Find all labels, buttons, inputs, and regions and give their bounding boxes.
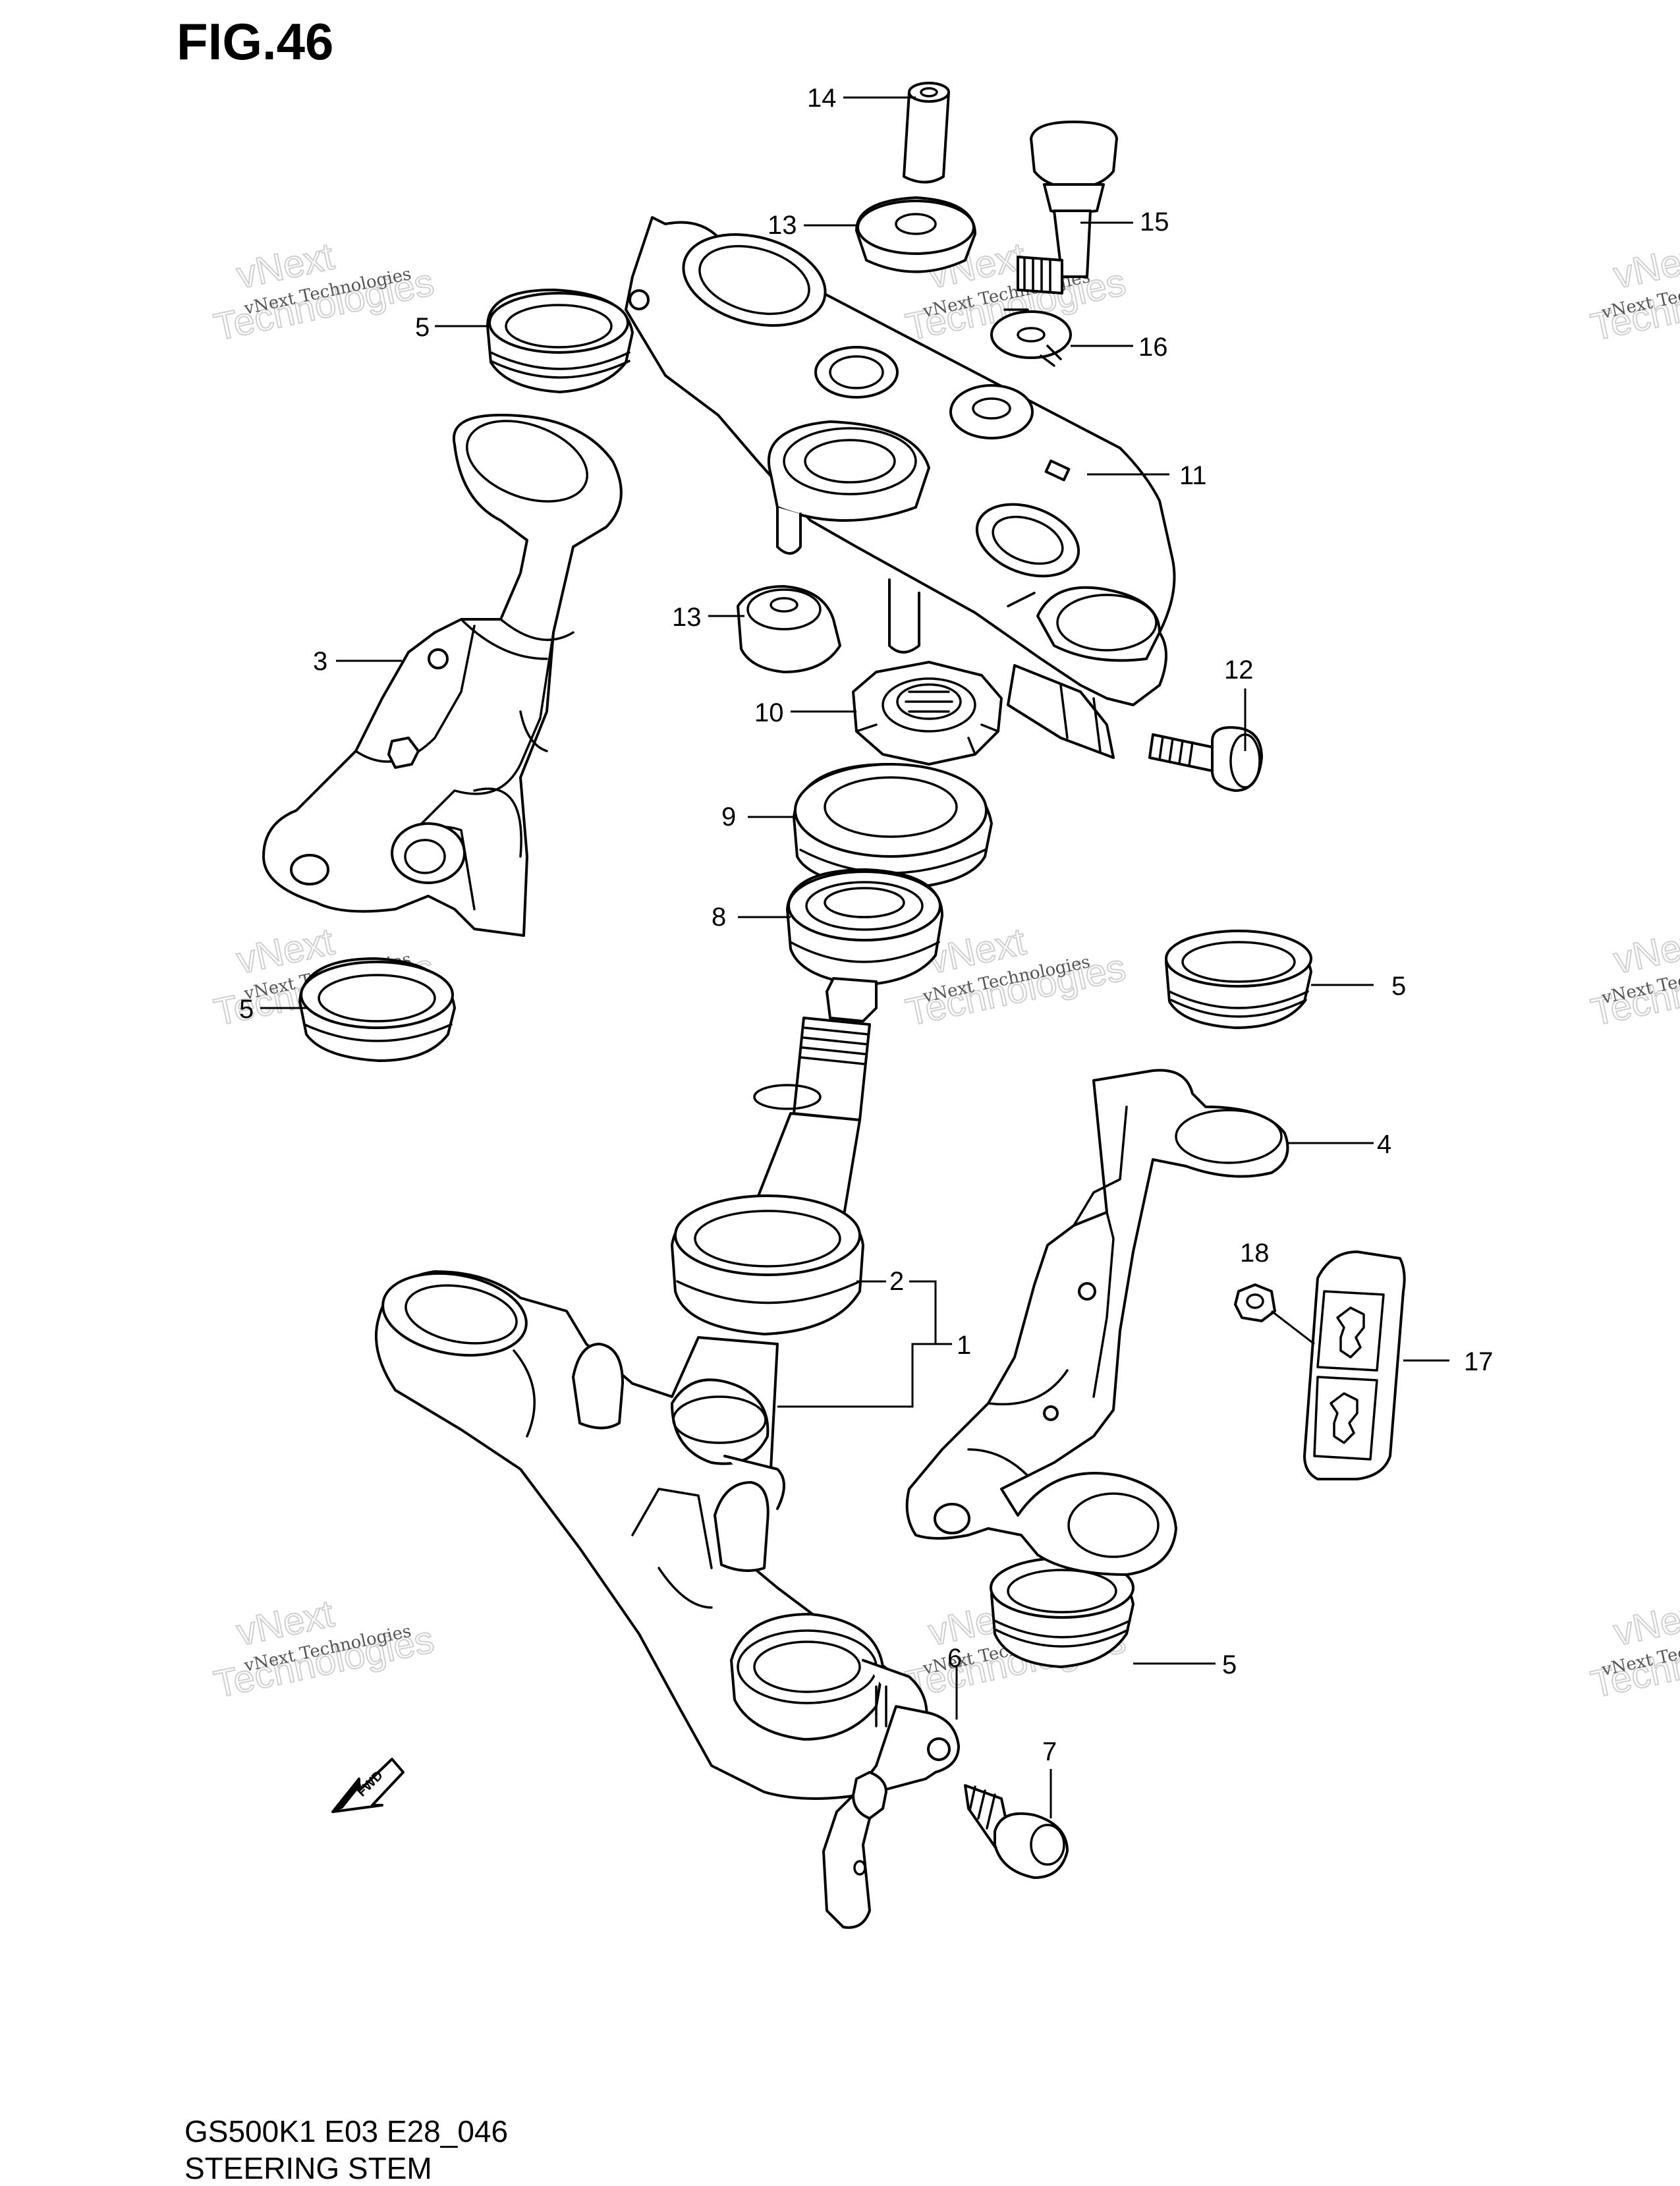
figure-title: FIG.46 bbox=[177, 13, 334, 70]
callout-7: 7 bbox=[1042, 1737, 1057, 1766]
part-12-clamp-bolt bbox=[1148, 726, 1263, 792]
callout-5-top-left: 5 bbox=[415, 313, 430, 342]
callout-10: 10 bbox=[754, 698, 784, 727]
callout-3: 3 bbox=[313, 647, 327, 676]
part-8-bearing bbox=[786, 868, 943, 986]
callout-12: 12 bbox=[1224, 656, 1254, 685]
callouts: 14 15 13 16 5 11 13 3 12 10 9 8 bbox=[239, 84, 1494, 1818]
model-code: GS500K1 E03 E28_046 bbox=[184, 2114, 509, 2148]
part-15-bolt bbox=[1017, 121, 1118, 294]
part-5-seal-top-left bbox=[486, 289, 634, 393]
callout-15: 15 bbox=[1140, 208, 1169, 237]
watermark-1: vNext Technologies vNext Technologies bbox=[210, 234, 438, 349]
part-13-lower-cushion bbox=[737, 585, 841, 673]
callout-6: 6 bbox=[947, 1644, 962, 1673]
callout-17: 17 bbox=[1464, 1347, 1494, 1376]
watermark-9-big: vNext bbox=[1610, 1592, 1680, 1654]
callout-16: 16 bbox=[1138, 333, 1168, 362]
fwd-arrow: FWD bbox=[331, 1758, 405, 1813]
part-5-seal-right bbox=[1165, 930, 1312, 1029]
part-9-bearing-race bbox=[793, 763, 993, 891]
callout-8: 8 bbox=[712, 903, 726, 932]
callout-2: 2 bbox=[889, 1267, 904, 1296]
callout-4: 4 bbox=[1377, 1130, 1391, 1159]
watermark-6-big: vNext bbox=[1610, 920, 1680, 982]
part-5-seal-bottom bbox=[990, 1557, 1134, 1668]
callout-5-bottom: 5 bbox=[1222, 1650, 1237, 1679]
watermark-3-big: vNext bbox=[1610, 235, 1680, 296]
part-18-nut bbox=[1234, 1283, 1276, 1322]
watermark-9: vNext Technologies vNext Technologies bbox=[1586, 1591, 1680, 1706]
part-11-upper-bracket bbox=[625, 216, 1176, 759]
callout-5-mid-left: 5 bbox=[239, 995, 254, 1024]
part-3-left-bracket bbox=[262, 414, 623, 937]
watermark-6: vNext Technologies vNext Technologies bbox=[1586, 919, 1680, 1034]
part-13-top-cushion bbox=[855, 196, 976, 273]
callout-14: 14 bbox=[807, 84, 837, 113]
part-16-washer bbox=[990, 310, 1072, 359]
part-10-steering-nut bbox=[852, 661, 1003, 766]
part-17-reflector bbox=[1303, 1250, 1406, 1480]
callout-1: 1 bbox=[957, 1331, 971, 1360]
callout-13-lower: 13 bbox=[672, 603, 702, 632]
section-name: STEERING STEM bbox=[184, 2151, 432, 2185]
part-14-spacer bbox=[903, 82, 950, 184]
watermark-3: vNext Technologies vNext Technologies bbox=[1586, 234, 1680, 349]
part-6-bracket bbox=[822, 1705, 960, 1929]
callout-11: 11 bbox=[1179, 461, 1207, 490]
callout-18: 18 bbox=[1240, 1239, 1270, 1268]
part-1-lower-bracket bbox=[374, 1270, 928, 1800]
callout-9: 9 bbox=[721, 802, 736, 831]
callout-5-right: 5 bbox=[1391, 972, 1406, 1001]
part-5-seal-mid-left bbox=[298, 957, 456, 1062]
part-7-bolt bbox=[964, 1784, 1069, 1879]
part-4-right-bracket bbox=[905, 1069, 1289, 1576]
watermark-7: vNext Technologies vNext Technologies bbox=[210, 1591, 438, 1706]
callout-13-top: 13 bbox=[768, 211, 797, 240]
part-2-lower-bearing bbox=[671, 1194, 864, 1335]
